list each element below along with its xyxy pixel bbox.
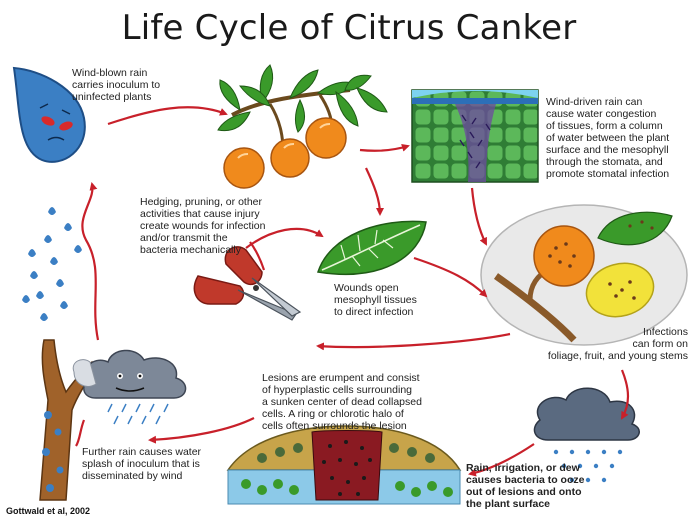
blown-rain-droplets-icon bbox=[22, 207, 82, 321]
further-rain-note: Further rain causes water splash of inoc… bbox=[82, 446, 201, 482]
leaf-cross-section-illustration bbox=[412, 90, 538, 182]
wounds-note: Wounds open mesophyll tissues to direct … bbox=[334, 282, 417, 318]
storm-cloud-character-icon bbox=[73, 350, 185, 424]
rain-irrigation-note: Rain, irrigation, or dew causes bacteria… bbox=[466, 462, 584, 510]
wind-driven-rain-note: Wind-driven rain can cause water congest… bbox=[546, 96, 669, 180]
pruning-shears-icon bbox=[194, 247, 300, 320]
lesion-cross-section-illustration bbox=[228, 426, 460, 504]
infections-note: Infections can form on foliage, fruit, a… bbox=[522, 326, 688, 362]
source-credit: Gottwald et al, 2002 bbox=[6, 506, 90, 516]
wounded-leaf-illustration bbox=[318, 221, 426, 274]
wind-blown-rain-note: Wind-blown rain carries inoculum to unin… bbox=[72, 67, 160, 103]
infected-fruit-illustration bbox=[481, 205, 687, 345]
lesions-note: Lesions are erumpent and consist of hype… bbox=[262, 372, 422, 432]
hedging-pruning-note: Hedging, pruning, or other activities th… bbox=[140, 196, 266, 256]
citrus-branch-illustration bbox=[218, 65, 387, 188]
